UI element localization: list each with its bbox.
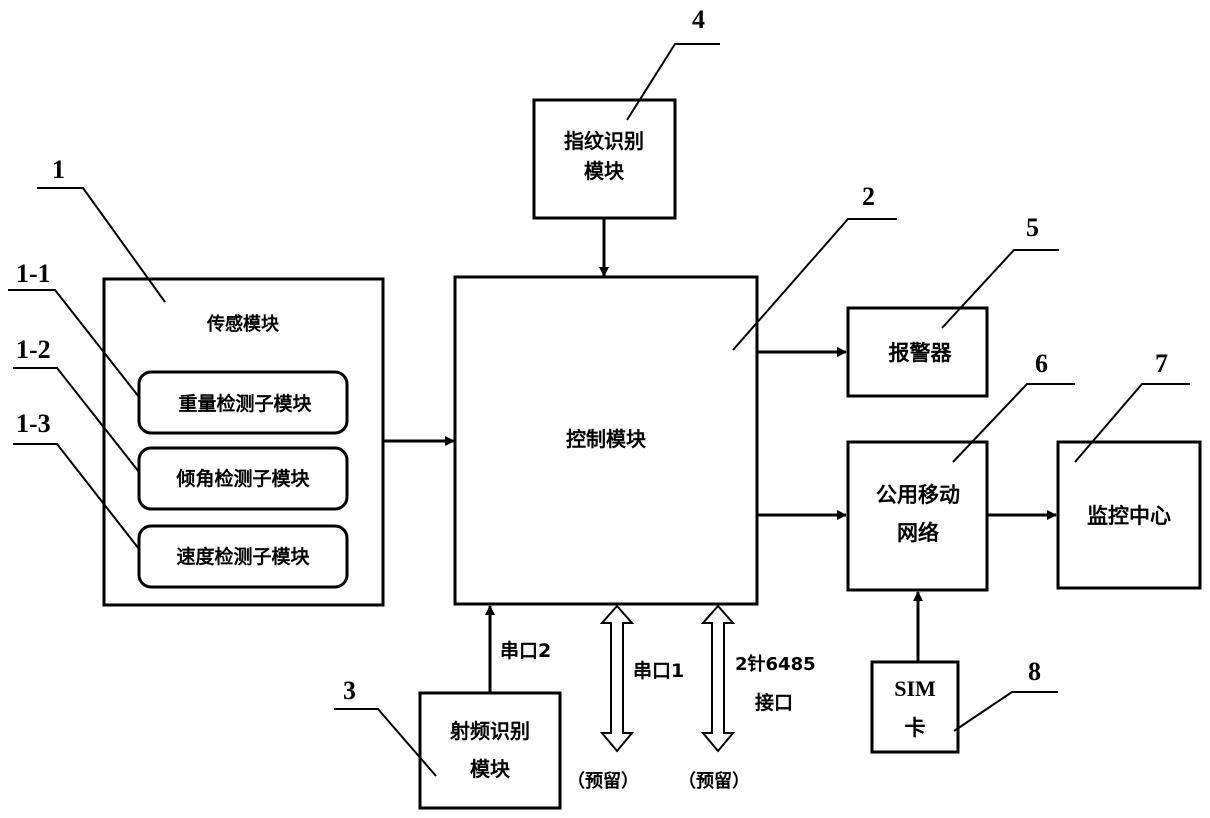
control-module-box (453, 275, 759, 606)
ref-1-1: 1-1 (16, 259, 51, 288)
weight-submodule-box (137, 370, 349, 435)
leader-line-5 (941, 249, 1059, 329)
fingerprint-module-label-line1: 指纹识别 (564, 129, 644, 153)
leader-line-1-2 (13, 367, 140, 473)
tilt-submodule-box (137, 446, 349, 511)
ref-4: 4 (692, 5, 705, 34)
sensing-module-label: 传感模块 (206, 313, 280, 335)
reserved-label-1: （预留） (567, 770, 639, 792)
speed-submodule-box (137, 524, 349, 589)
alarm-label-text: 报警器 (889, 341, 953, 365)
ref-5: 5 (1026, 213, 1039, 242)
network-label-line1: 公用移动 (876, 483, 960, 507)
monitor-center-box (1056, 440, 1202, 590)
speed-submodule-label: 速度检测子模块 (176, 545, 310, 568)
leader-line-2 (732, 218, 897, 351)
leader-line-7 (1074, 383, 1190, 463)
ref-8: 8 (1028, 657, 1041, 686)
rfid-module-label-line1: 射频识别 (449, 719, 530, 743)
control-module-label: 控制模块 (566, 427, 647, 451)
sim-card-box (870, 660, 960, 754)
rs485-label-line2: 接口 (755, 692, 793, 714)
ref-6: 6 (1035, 349, 1048, 378)
serial2-label: 串口2 (500, 640, 551, 662)
leader-line-4 (626, 43, 720, 121)
rs485-label-line1: 2针6485 (735, 653, 816, 675)
ref-1: 1 (52, 155, 65, 184)
leader-line-1-1 (8, 289, 140, 398)
fingerprint-module-label-line2: 模块 (584, 159, 625, 183)
reserved-label-2: （预留） (678, 770, 750, 792)
network-box (846, 440, 989, 592)
leader-line-1 (37, 187, 166, 303)
ref-2: 2 (862, 182, 875, 211)
ref-3: 3 (343, 676, 356, 705)
leader-line-1-3 (13, 443, 140, 550)
sim-card-label-line2: 卡 (905, 716, 926, 740)
leader-line-6 (952, 383, 1075, 463)
sim-card-label-line1: SIM (894, 676, 936, 701)
leader-line-8 (953, 691, 1058, 732)
fingerprint-module-box (532, 98, 677, 220)
ref-7: 7 (1155, 349, 1168, 378)
ref-1-2: 1-2 (16, 335, 51, 364)
rfid-module-label-line2: 模块 (470, 757, 511, 781)
serial1-bidirectional-arrow (599, 604, 635, 753)
rfid-module-box (418, 691, 562, 810)
tilt-submodule-label: 倾角检测子模块 (175, 467, 310, 490)
ref-1-3: 1-3 (16, 409, 51, 438)
serial1-label: 串口1 (633, 660, 684, 682)
weight-submodule-label: 重量检测子模块 (178, 392, 312, 415)
rs485-bidirectional-arrow (700, 604, 736, 753)
alarm-box (846, 306, 989, 398)
network-label-line2: 网络 (897, 521, 939, 545)
leader-line-3 (334, 708, 437, 777)
monitor-center-label: 监控中心 (1087, 504, 1171, 528)
